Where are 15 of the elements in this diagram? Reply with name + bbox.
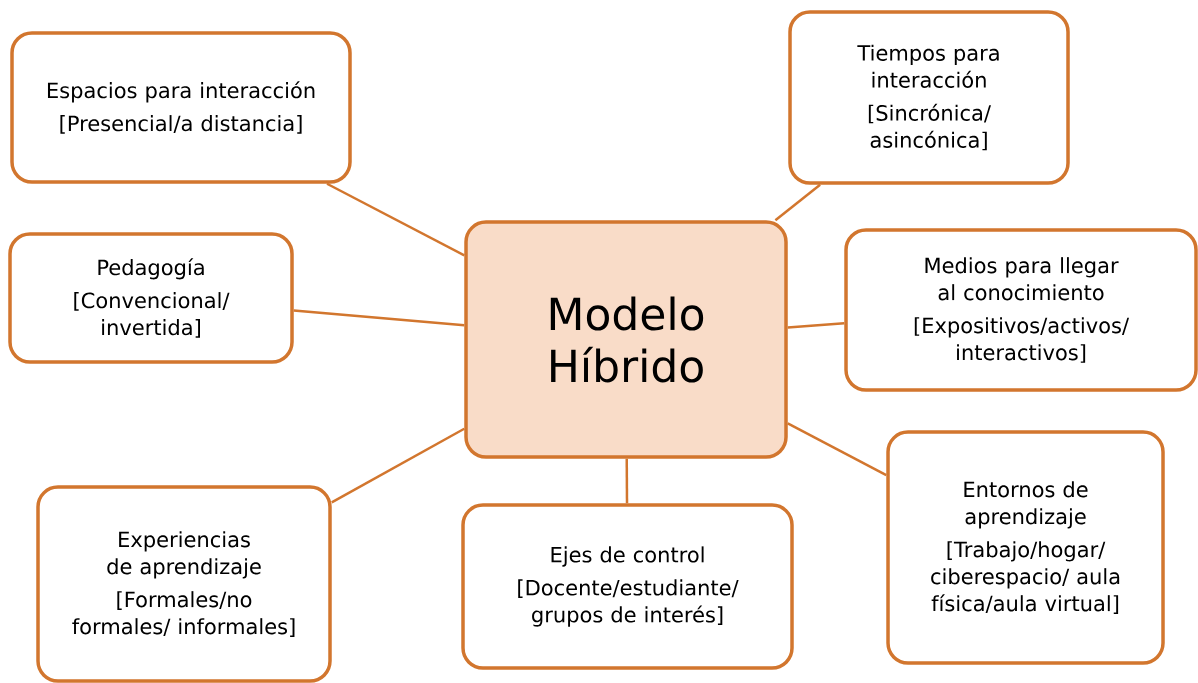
central-box: Modelo Híbrido [464, 220, 788, 459]
connector-line [326, 182, 465, 257]
connector-line [293, 309, 465, 327]
concept-box: Entornos de aprendizaje [Trabajo/hogar/ ciberespacio/ aula física/aula virtual] [886, 430, 1165, 665]
connector-line [331, 427, 465, 504]
connector-line [787, 321, 845, 329]
concept-box: Pedagogía [Convencional/ invertida] [8, 232, 294, 364]
concept-box: Medios para llegar al conocimiento [Expositivos/activos/ interactivos] [844, 228, 1198, 392]
concept-box: Espacios para interacción [Presencial/a distancia] [10, 31, 352, 184]
concept-box: Ejes de control [Docente/estudiante/ grupos de interés] [461, 503, 794, 670]
concept-box: Tiempos para interacción [Sincrónica/ asincónica] [788, 10, 1070, 185]
connector-line [625, 458, 629, 504]
connector-line [774, 183, 821, 222]
connector-line [787, 422, 887, 477]
concept-box: Experiencias de aprendizaje [Formales/no formales/ informales] [36, 485, 332, 683]
